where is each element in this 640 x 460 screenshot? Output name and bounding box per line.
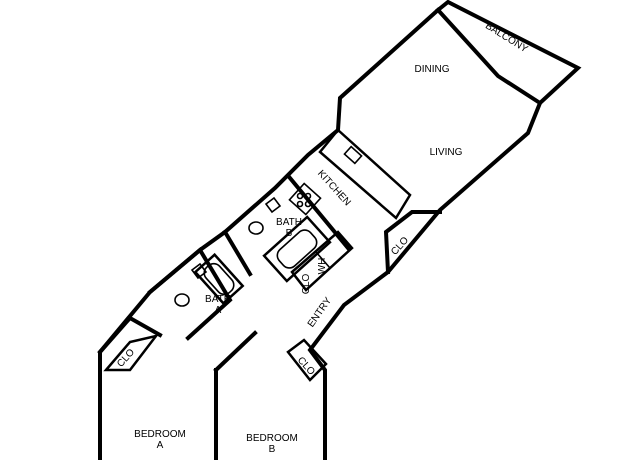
bath-a-fixtures [174, 252, 245, 307]
label-living: LIVING [430, 147, 463, 158]
balcony-outline [435, 0, 582, 106]
exterior-walls [98, 7, 543, 460]
bath-b-fixtures [248, 196, 332, 283]
label-bath-a: BATH [205, 294, 231, 305]
label-bath-a-letter: A [215, 305, 222, 316]
label-bedroom-b-letter: B [269, 444, 276, 455]
label-bath-b-letter: B [286, 228, 293, 239]
label-dining: DINING [415, 64, 450, 75]
label-bedroom-b: BEDROOM [246, 433, 298, 444]
label-bedroom-a: BEDROOM [134, 429, 186, 440]
label-clo-bath-b: CLO [301, 273, 312, 294]
kitchen-counter [288, 128, 412, 220]
closet-boxes [103, 230, 354, 382]
label-wh: WH [317, 258, 328, 275]
label-bedroom-a-letter: A [157, 440, 164, 451]
label-bath-b: BATH [276, 217, 302, 228]
interior-walls [97, 175, 442, 460]
